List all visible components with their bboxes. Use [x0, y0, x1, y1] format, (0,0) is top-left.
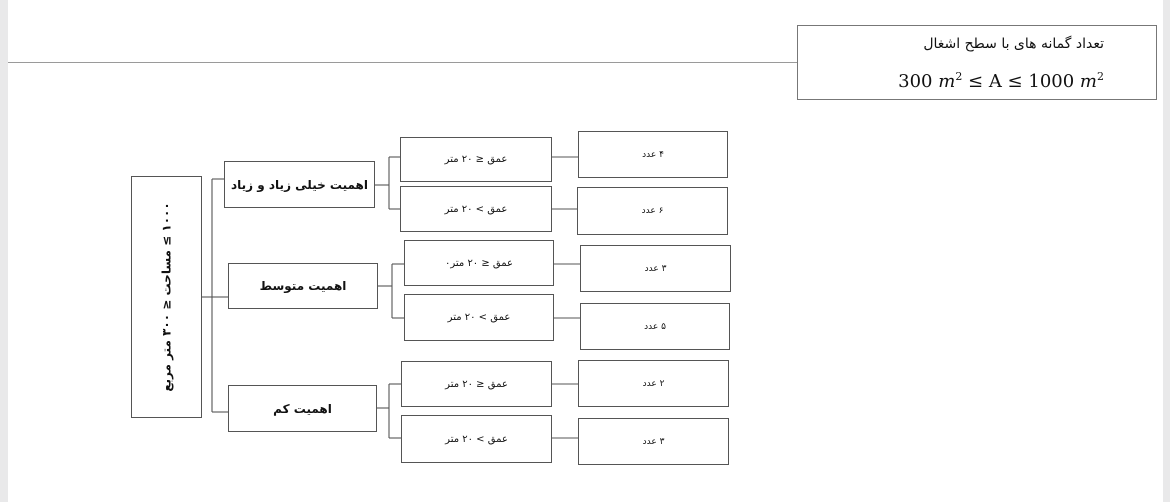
- depth-label: عمق > ۲۰ متر: [444, 203, 508, 215]
- depth-label: عمق ≤ ۲۰ متر۰: [444, 257, 514, 269]
- importance-very-high-box: اهمیت خیلی زیاد و زیاد: [224, 161, 375, 208]
- header-title: تعداد گمانه های با سطح اشغال: [923, 36, 1104, 52]
- count-label: ۶ عدد: [641, 206, 664, 216]
- formula-min: 300: [898, 71, 933, 92]
- count-box: ۳ عدد: [580, 245, 731, 292]
- header-formula: 300 m2 ≤ A ≤ 1000 m2: [898, 70, 1104, 92]
- count-label: ۲ عدد: [642, 378, 665, 389]
- depth-label: عمق ≤ ۲۰ متر: [445, 378, 508, 390]
- count-box: ۳ عدد: [578, 418, 729, 465]
- horizontal-rule: [8, 62, 798, 63]
- importance-low-box: اهمیت کم: [228, 385, 377, 432]
- depth-condition-box: عمق > ۲۰ متر: [404, 294, 554, 341]
- depth-condition-box: عمق ≤ ۲۰ متر: [401, 361, 552, 407]
- depth-label: عمق > ۲۰ متر: [447, 312, 511, 323]
- count-label: ۳ عدد: [644, 263, 667, 274]
- importance-medium-box: اهمیت متوسط: [228, 263, 378, 309]
- root-area-label: ۱۰۰۰ ≥ مساحت ≤ ۳۰۰ متر مربع: [159, 202, 174, 392]
- importance-label: اهمیت خیلی زیاد و زیاد: [231, 177, 368, 192]
- count-box: ۲ عدد: [578, 360, 729, 407]
- depth-condition-box: عمق > ۲۰ متر: [401, 415, 552, 463]
- count-box: ۴ عدد: [578, 131, 728, 178]
- depth-condition-box: عمق ≤ ۲۰ متر۰: [404, 240, 554, 286]
- count-box: ۶ عدد: [577, 187, 728, 235]
- root-area-box: ۱۰۰۰ ≥ مساحت ≤ ۳۰۰ متر مربع: [131, 176, 202, 418]
- count-box: ۵ عدد: [580, 303, 730, 350]
- count-label: ۴ عدد: [642, 149, 664, 160]
- count-label: ۵ عدد: [644, 321, 666, 332]
- depth-condition-box: عمق ≤ ۲۰ متر: [400, 137, 552, 182]
- count-label: ۳ عدد: [642, 436, 665, 447]
- importance-label: اهمیت کم: [273, 401, 332, 416]
- importance-label: اهمیت متوسط: [259, 279, 347, 293]
- header-box: تعداد گمانه های با سطح اشغال 300 m2 ≤ A …: [797, 25, 1157, 100]
- depth-label: عمق ≤ ۲۰ متر: [444, 154, 508, 165]
- formula-max: 1000: [1028, 71, 1075, 92]
- depth-label: عمق > ۲۰ متر: [445, 433, 508, 445]
- depth-condition-box: عمق > ۲۰ متر: [400, 186, 552, 232]
